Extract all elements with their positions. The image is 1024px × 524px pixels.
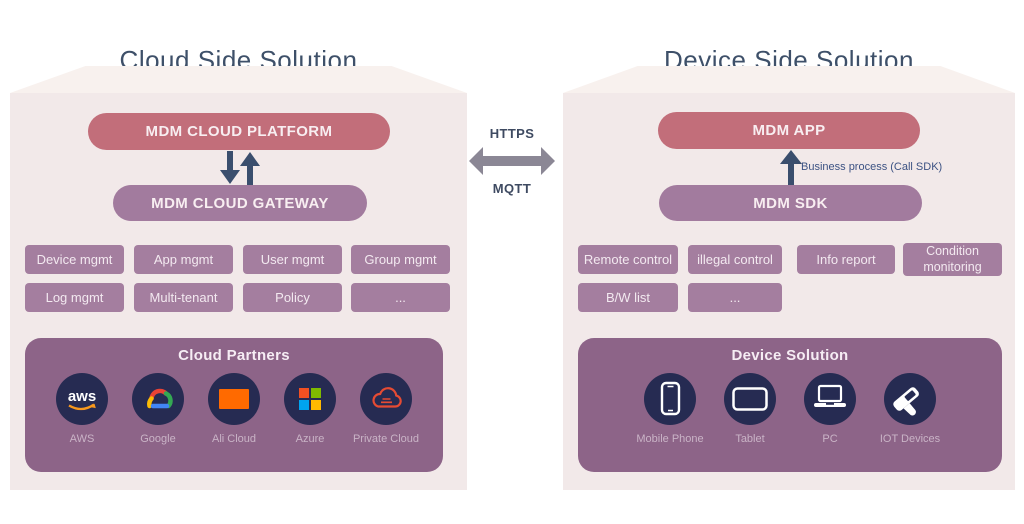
feature-policy: Policy (243, 283, 342, 312)
partner-label: Azure (295, 433, 325, 445)
iot-devices-icon (884, 373, 936, 425)
device-iot: IOT Devices (875, 373, 945, 445)
ali-cloud-icon (208, 373, 260, 425)
partner-google: Google (123, 373, 193, 445)
cloud-partners-row: aws AWS Google (25, 373, 443, 445)
feature-illegal-control: illegal control (688, 245, 782, 274)
feature-info-report: Info report (797, 245, 895, 274)
device-solution-panel: Device Solution Mobile Phone (578, 338, 1002, 472)
device-solution-title: Device Solution (731, 347, 849, 364)
double-arrow-icon (469, 147, 555, 175)
device-label: Tablet (735, 433, 765, 445)
feature-bw-list: B/W list (578, 283, 678, 312)
cloud-panel-roof (10, 66, 467, 93)
pc-icon (804, 373, 856, 425)
feature-group-mgmt: Group mgmt (351, 245, 450, 274)
partner-label: Ali Cloud (211, 433, 257, 445)
mdm-cloud-gateway-pill: MDM CLOUD GATEWAY (113, 185, 367, 221)
feature-more-device: ... (688, 283, 782, 312)
cloud-partners-panel: Cloud Partners aws AWS (25, 338, 443, 472)
partner-aws: aws AWS (47, 373, 117, 445)
device-pc: PC (795, 373, 865, 445)
feature-log-mgmt: Log mgmt (25, 283, 124, 312)
cloud-partners-title: Cloud Partners (178, 347, 290, 364)
partner-label: AWS (69, 433, 95, 445)
azure-icon (284, 373, 336, 425)
google-cloud-icon (132, 373, 184, 425)
mdm-app-pill: MDM APP (658, 112, 920, 149)
aws-icon: aws (56, 373, 108, 425)
mdm-cloud-platform-pill: MDM CLOUD PLATFORM (88, 113, 390, 150)
device-label: IOT Devices (879, 433, 941, 445)
device-label: PC (822, 433, 838, 445)
partner-label: Google (140, 433, 176, 445)
up-down-arrows-icon (220, 151, 260, 185)
partner-label: Private Cloud (352, 433, 420, 445)
partner-ali-cloud: Ali Cloud (199, 373, 269, 445)
mqtt-label: MQTT (492, 181, 532, 196)
partner-azure: Azure (275, 373, 345, 445)
https-label: HTTPS (489, 126, 535, 141)
feature-user-mgmt: User mgmt (243, 245, 342, 274)
feature-more-cloud: ... (351, 283, 450, 312)
mobile-phone-icon (644, 373, 696, 425)
feature-device-mgmt: Device mgmt (25, 245, 124, 274)
device-mobile-phone: Mobile Phone (635, 373, 705, 445)
device-tablet: Tablet (715, 373, 785, 445)
feature-condition-monitoring: Condition monitoring (903, 243, 1002, 276)
feature-app-mgmt: App mgmt (134, 245, 233, 274)
up-arrow-icon (780, 150, 802, 186)
svg-text:aws: aws (68, 388, 96, 405)
device-panel-roof (563, 66, 1015, 93)
tablet-icon (724, 373, 776, 425)
device-label: Mobile Phone (636, 433, 704, 445)
partner-private-cloud: Private Cloud (351, 373, 421, 445)
mdm-sdk-pill: MDM SDK (659, 185, 922, 221)
business-process-label: Business process (Call SDK) (801, 161, 943, 173)
device-solution-row: Mobile Phone Tablet PC (578, 373, 1002, 445)
feature-multi-tenant: Multi-tenant (134, 283, 233, 312)
private-cloud-icon (360, 373, 412, 425)
feature-remote-control: Remote control (578, 245, 678, 274)
